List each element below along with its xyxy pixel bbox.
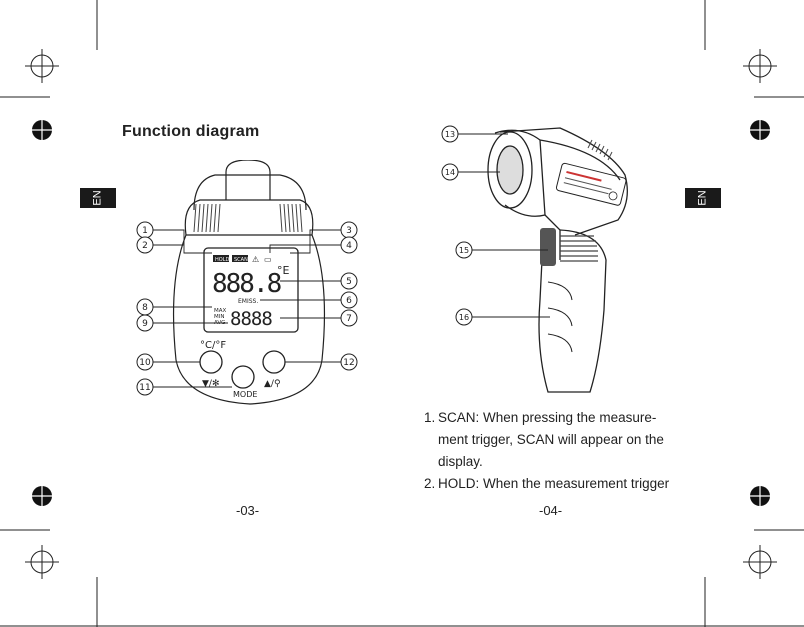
callout-9: 9 xyxy=(142,319,148,329)
mode-button xyxy=(232,366,254,388)
mode-button-label: MODE xyxy=(233,390,257,399)
callout-16: 16 xyxy=(459,313,469,322)
callout-4: 4 xyxy=(346,241,352,251)
callout-8: 8 xyxy=(142,303,148,313)
callout-6: 6 xyxy=(346,296,352,306)
device-front-diagram: HOLD SCAN ⚠ ▭ 888.8 °E EMISS. MAX MIN AV… xyxy=(130,160,370,410)
callout-1: 1 xyxy=(142,226,148,236)
callout-13: 13 xyxy=(445,130,455,139)
callout-7: 7 xyxy=(346,314,352,324)
lcd-hold-icon: HOLD xyxy=(215,257,229,263)
callout-12: 12 xyxy=(343,358,354,368)
svg-text:⚠: ⚠ xyxy=(252,255,259,264)
callout-5: 5 xyxy=(346,277,352,287)
lcd-main-digits: 888.8 xyxy=(212,269,281,299)
lcd-unit: °E xyxy=(277,264,290,277)
page-number-right: -04- xyxy=(539,503,562,518)
callout-3: 3 xyxy=(346,226,352,236)
instruction-item: 2.HOLD: When the measurement trigger xyxy=(424,473,694,495)
callout-15: 15 xyxy=(459,246,469,255)
callout-2: 2 xyxy=(142,241,148,251)
language-tab-left: EN xyxy=(80,188,116,208)
instruction-list: 1.SCAN: When pressing the measure- ment … xyxy=(424,407,694,495)
up-button xyxy=(263,351,285,373)
callout-14: 14 xyxy=(445,168,455,177)
callout-11: 11 xyxy=(139,383,150,393)
instruction-item: 1.SCAN: When pressing the measure- ment … xyxy=(424,407,694,473)
lcd-emiss-label: EMISS. xyxy=(238,298,258,305)
device-side-diagram: 13 14 15 16 xyxy=(430,118,640,400)
callout-10: 10 xyxy=(139,358,151,368)
page-title: Function diagram xyxy=(122,123,259,141)
down-button-label: ▼/✻ xyxy=(202,379,220,389)
lcd-sub-digits: 8888 xyxy=(230,308,272,330)
page-number-left: -03- xyxy=(236,503,259,518)
unit-button-label: °C/°F xyxy=(200,340,226,351)
lcd-scan-icon: SCAN xyxy=(234,257,248,263)
svg-text:▭: ▭ xyxy=(264,255,272,264)
unit-button xyxy=(200,351,222,373)
up-button-label: ▲/⚲ xyxy=(264,379,281,389)
language-tab-right: EN xyxy=(685,188,721,208)
